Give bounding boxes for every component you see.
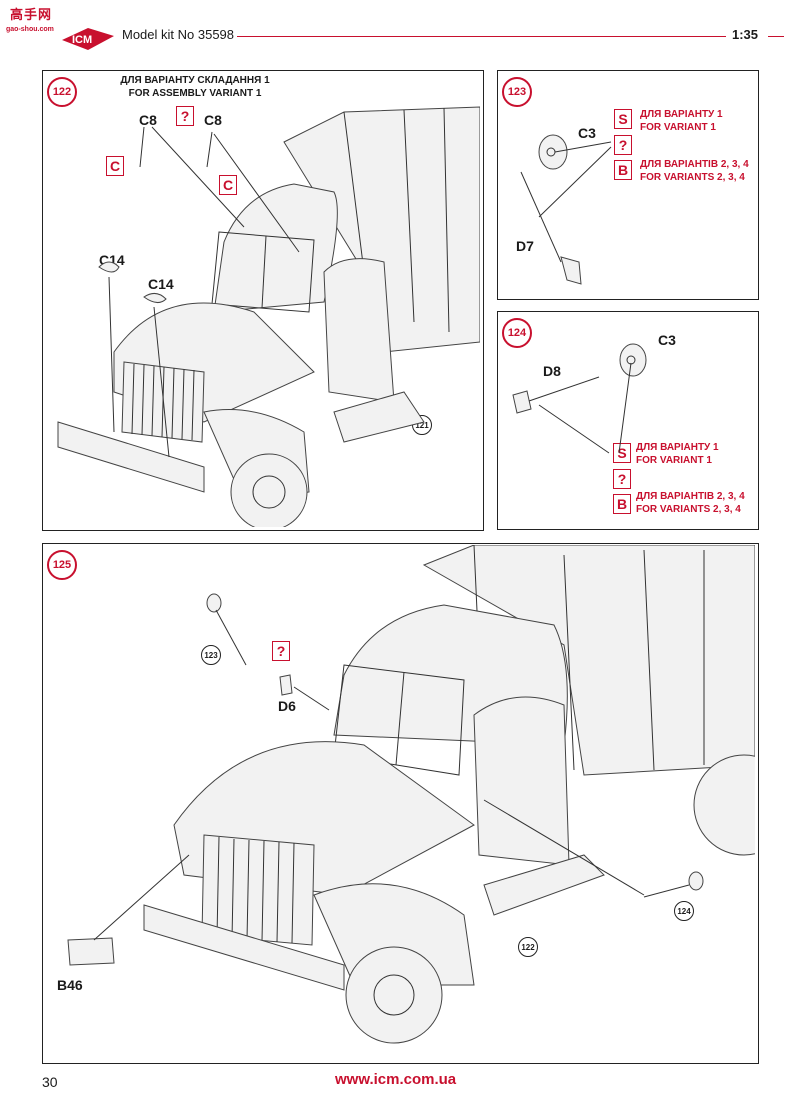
glue-cement-icon: C [106,156,124,176]
glue-superglue-icon: S [614,109,632,129]
truck-cab-drawing-122 [57,106,480,527]
page-number: 30 [42,1074,58,1090]
header-rule-right [768,36,784,37]
watermark-url: gao-shou.com [6,26,54,33]
glue-unknown-icon: ? [614,135,632,155]
glue-unknown-icon: ? [272,641,290,661]
glue-unknown-icon: ? [176,106,194,126]
mirror-drawing-124 [512,343,647,454]
step-number-124: 124 [502,318,532,348]
brand-text: ICM [72,34,92,46]
footer-url[interactable]: www.icm.com.ua [335,1071,457,1088]
mirror-drawing-123 [520,134,612,285]
part-label-c3: C3 [658,332,676,348]
step-number-123: 123 [502,77,532,107]
variant-note-122: ДЛЯ ВАРІАНТУ СКЛАДАННЯ 1 FOR ASSEMBLY VA… [120,75,270,99]
step-number-122: 122 [47,77,77,107]
ref-step-122: 122 [518,937,538,957]
ref-step-123: 123 [201,645,221,665]
panel-step-123 [497,70,759,300]
header-rule [237,36,726,37]
glue-cement-icon: C [219,175,237,195]
step-number-125: 125 [47,550,77,580]
icm-logo: ICM [62,28,114,50]
part-label-c8-right: C8 [204,112,222,128]
part-label-c3: C3 [578,125,596,141]
part-label-d7: D7 [516,238,534,254]
part-label-c8-left: C8 [139,112,157,128]
glue-superglue-icon: S [613,443,631,463]
kit-title: Model kit No 35598 [122,27,235,42]
truck-cab-drawing-125 [67,545,755,1044]
glue-both-icon: B [614,160,632,180]
part-label-d6: D6 [278,698,296,714]
glue-both-icon: B [613,494,631,514]
watermark-logo: 高手网 [10,7,53,22]
part-label-b46: B46 [57,977,83,993]
glue-unknown-icon: ? [613,469,631,489]
ref-step-124: 124 [674,901,694,921]
part-label-c14-right: C14 [148,276,174,292]
part-label-d8: D8 [543,363,561,379]
scale-label: 1:35 [732,27,759,42]
